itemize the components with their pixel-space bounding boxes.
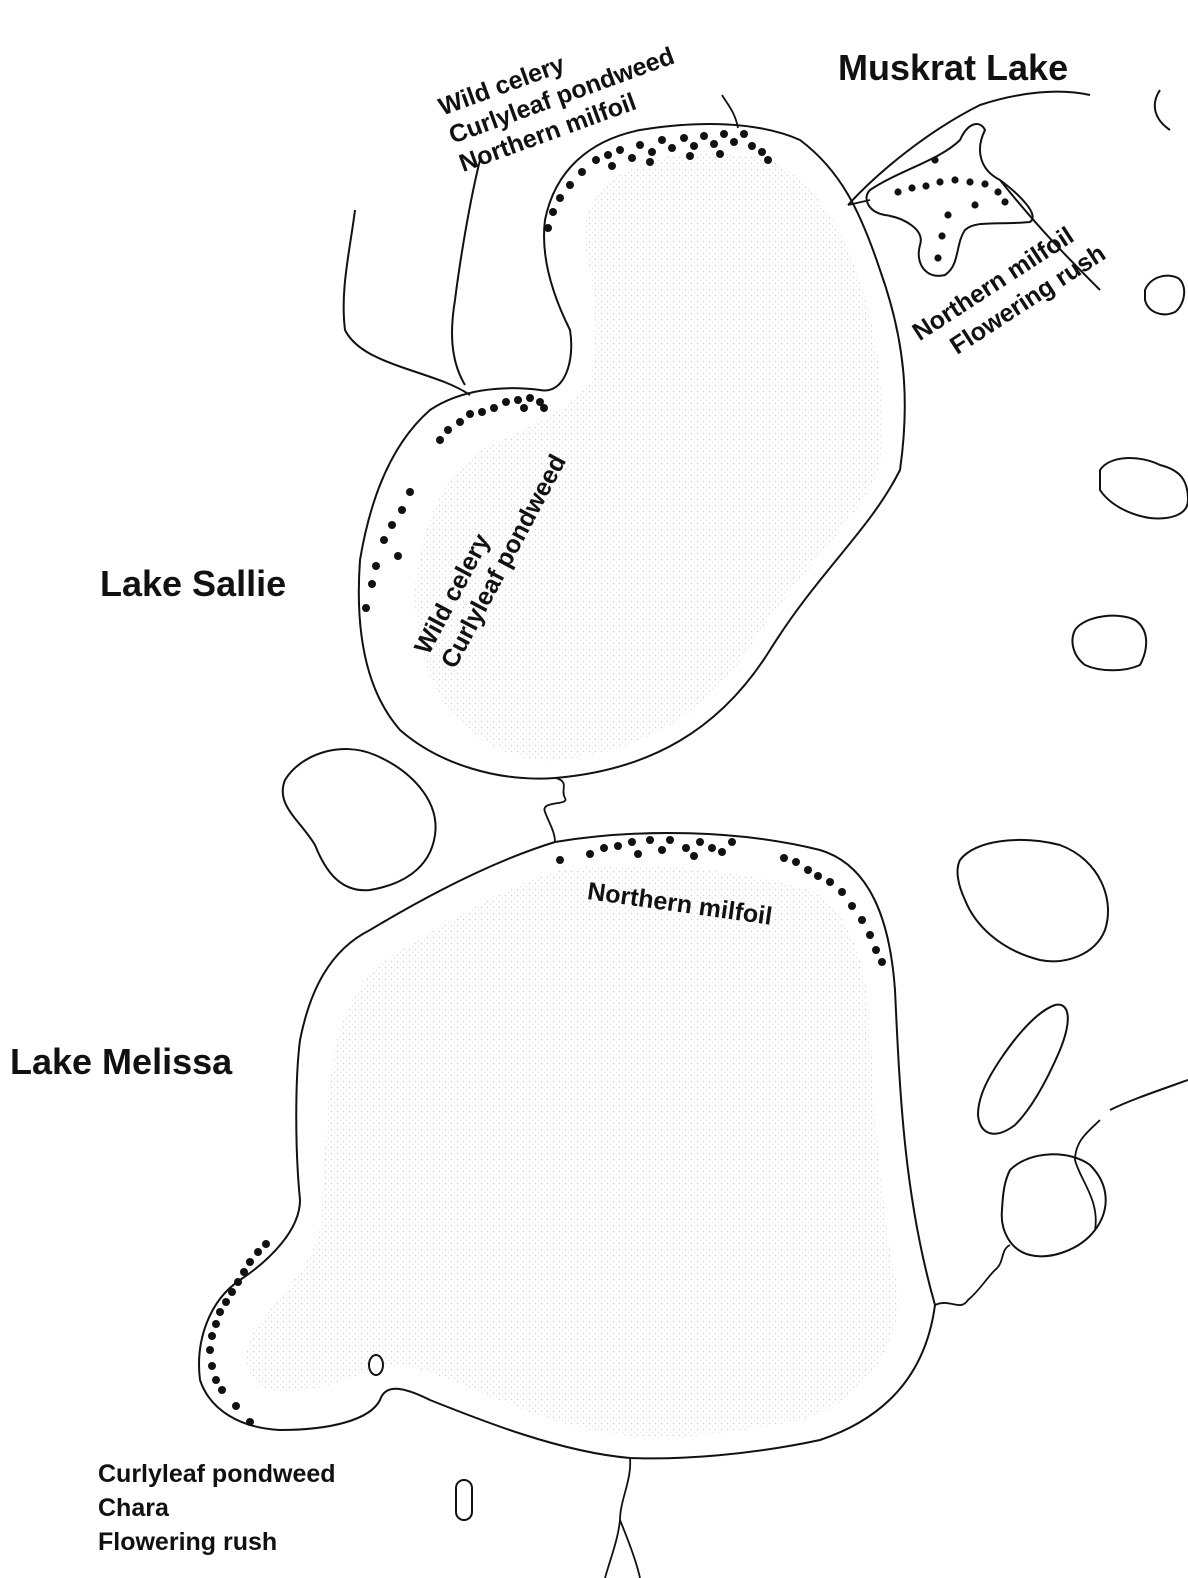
pond-small-1 bbox=[1144, 274, 1186, 316]
species-group-southwest-melissa: Curlyleaf pondweed Chara Flowering rush bbox=[98, 1460, 336, 1556]
sample-points-north-melissa bbox=[556, 836, 886, 966]
sample-points-muskrat bbox=[894, 156, 1009, 262]
pond-east-3 bbox=[956, 839, 1109, 963]
stream-east-outlet bbox=[934, 1119, 1101, 1306]
shore-line-far-ne bbox=[1153, 89, 1171, 131]
stream-north-inlet bbox=[721, 94, 739, 129]
shore-line-se bbox=[1109, 1079, 1188, 1111]
sample-points-southwest-melissa bbox=[206, 1240, 270, 1426]
pond-tiny-2 bbox=[455, 1479, 473, 1521]
shore-line-nw bbox=[342, 209, 471, 396]
channel-sallie-melissa bbox=[543, 777, 567, 843]
shore-line-n bbox=[451, 159, 481, 386]
muskrat-lake-shore bbox=[865, 123, 1034, 277]
species-curlyleaf-pondweed-melissa: Curlyleaf pondweed bbox=[98, 1460, 336, 1488]
species-chara: Chara bbox=[98, 1494, 170, 1522]
pond-east-1 bbox=[1099, 457, 1188, 520]
lake-sallie-deep-water bbox=[415, 153, 882, 761]
pond-east-2 bbox=[1071, 614, 1148, 672]
sample-points-west-sallie bbox=[362, 394, 548, 612]
pond-west bbox=[281, 748, 437, 892]
sample-points-north-sallie bbox=[544, 130, 772, 232]
channel-muskrat bbox=[847, 199, 871, 206]
label-lake-sallie: Lake Sallie bbox=[100, 563, 286, 604]
shore-line-ne bbox=[847, 90, 1091, 206]
pond-east-4 bbox=[976, 1003, 1069, 1135]
stream-south-outlet bbox=[604, 1457, 641, 1578]
lake-melissa-deep-water bbox=[246, 866, 900, 1437]
label-lake-melissa: Lake Melissa bbox=[10, 1041, 233, 1082]
shore-line-e bbox=[999, 179, 1101, 291]
pond-tiny-1 bbox=[368, 1354, 384, 1376]
species-flowering-rush-melissa: Flowering rush bbox=[98, 1528, 277, 1556]
pond-east-5 bbox=[1000, 1153, 1107, 1258]
label-muskrat-lake: Muskrat Lake bbox=[838, 47, 1068, 88]
